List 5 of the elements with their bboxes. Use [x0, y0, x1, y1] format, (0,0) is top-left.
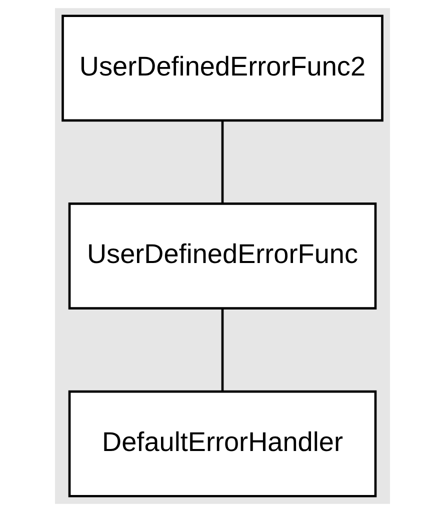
node-box: UserDefinedErrorFunc: [68, 202, 376, 310]
connector: [220, 120, 224, 204]
node-box: DefaultErrorHandler: [68, 390, 376, 498]
node-box: UserDefinedErrorFunc2: [61, 14, 383, 122]
connector: [220, 308, 224, 392]
